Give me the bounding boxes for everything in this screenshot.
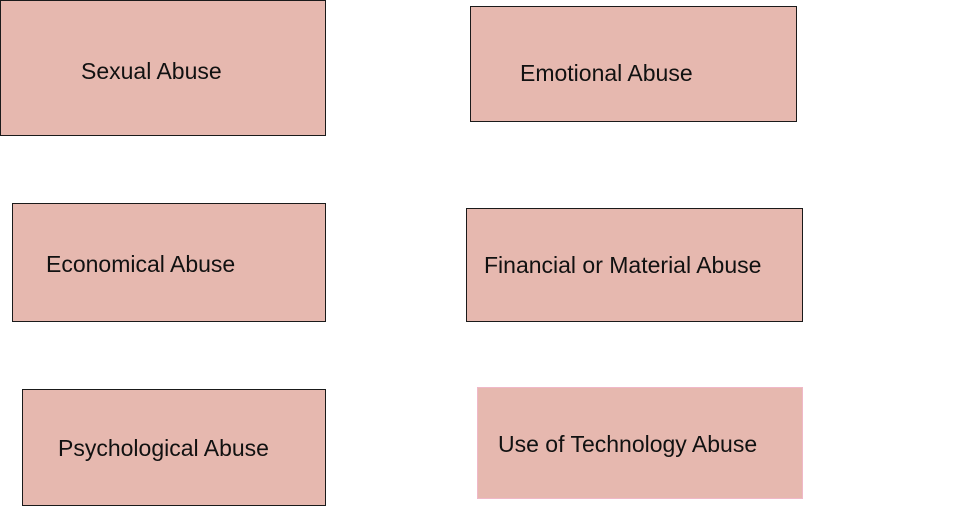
psychological-abuse-label: Psychological Abuse (58, 435, 269, 461)
emotional-abuse-label: Emotional Abuse (520, 60, 693, 86)
sexual-abuse-label: Sexual Abuse (81, 58, 222, 84)
economical-abuse-box: Economical Abuse (12, 203, 326, 322)
financial-or-material-abuse-label: Financial or Material Abuse (484, 252, 762, 278)
use-of-technology-abuse-box: Use of Technology Abuse (477, 387, 803, 499)
emotional-abuse-box: Emotional Abuse (470, 6, 797, 122)
psychological-abuse-box: Psychological Abuse (22, 389, 326, 506)
sexual-abuse-box: Sexual Abuse (0, 0, 326, 136)
use-of-technology-abuse-label: Use of Technology Abuse (498, 431, 758, 457)
financial-or-material-abuse-box: Financial or Material Abuse (466, 208, 803, 322)
economical-abuse-label: Economical Abuse (46, 251, 236, 277)
